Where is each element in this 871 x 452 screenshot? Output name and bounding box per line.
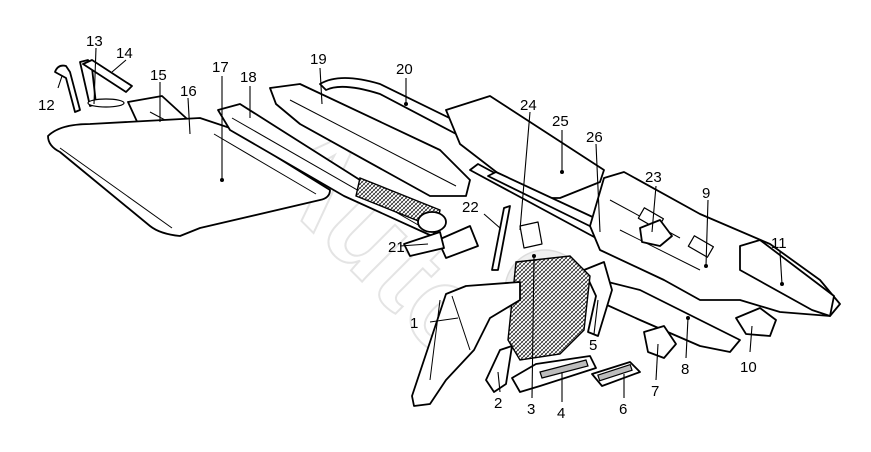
- part-3-hatched-panel: [507, 254, 591, 361]
- callout-17: 17: [212, 59, 229, 76]
- part-13-bar: [79, 59, 125, 108]
- part-6-grille: [591, 361, 641, 387]
- callout-24: 24: [520, 97, 537, 114]
- part-8-rear-frame: [595, 279, 741, 353]
- callout-2: 2: [494, 395, 502, 412]
- part-23-clip: [639, 219, 673, 247]
- callout-8: 8: [681, 361, 689, 378]
- callout-10: 10: [740, 359, 757, 376]
- part-21-hatched-tube: [355, 177, 447, 233]
- part-25-rear-window: [445, 95, 605, 199]
- callout-25: 25: [552, 113, 569, 130]
- callout-13: 13: [86, 33, 103, 50]
- callout-11: 11: [771, 235, 787, 252]
- callout-22: 22: [462, 199, 479, 216]
- callout-18: 18: [240, 69, 257, 86]
- callout-16: 16: [180, 83, 197, 100]
- part-7-bracket: [643, 325, 677, 359]
- part-12-strut: [54, 64, 81, 113]
- callout-23: 23: [645, 169, 662, 186]
- callout-9: 9: [702, 185, 710, 202]
- callout-21: 21: [388, 239, 405, 256]
- part-10-bracket: [735, 307, 777, 337]
- callout-20: 20: [396, 61, 413, 78]
- callout-labels: 1 2 3 4 5 6 7 8 9 10 11 12 13 14 15 16 1…: [38, 33, 787, 422]
- callout-1: 1: [410, 315, 418, 332]
- callout-5: 5: [589, 337, 597, 354]
- part-4-strip: [511, 355, 597, 393]
- callout-26: 26: [586, 129, 603, 146]
- callout-7: 7: [651, 383, 659, 400]
- callout-12: 12: [38, 97, 55, 114]
- part-1-side-panel: [411, 281, 521, 407]
- callout-3: 3: [527, 401, 535, 418]
- callout-15: 15: [150, 67, 167, 84]
- part-2-trim: [485, 345, 513, 393]
- callout-4: 4: [557, 405, 565, 422]
- leader-lines: [57, 47, 783, 402]
- part-5-bracket: [583, 261, 613, 337]
- callout-19: 19: [310, 51, 327, 68]
- callout-6: 6: [619, 401, 627, 418]
- callout-14: 14: [116, 45, 133, 62]
- part-22-rod: [437, 205, 543, 271]
- part-19-trim: [269, 83, 471, 197]
